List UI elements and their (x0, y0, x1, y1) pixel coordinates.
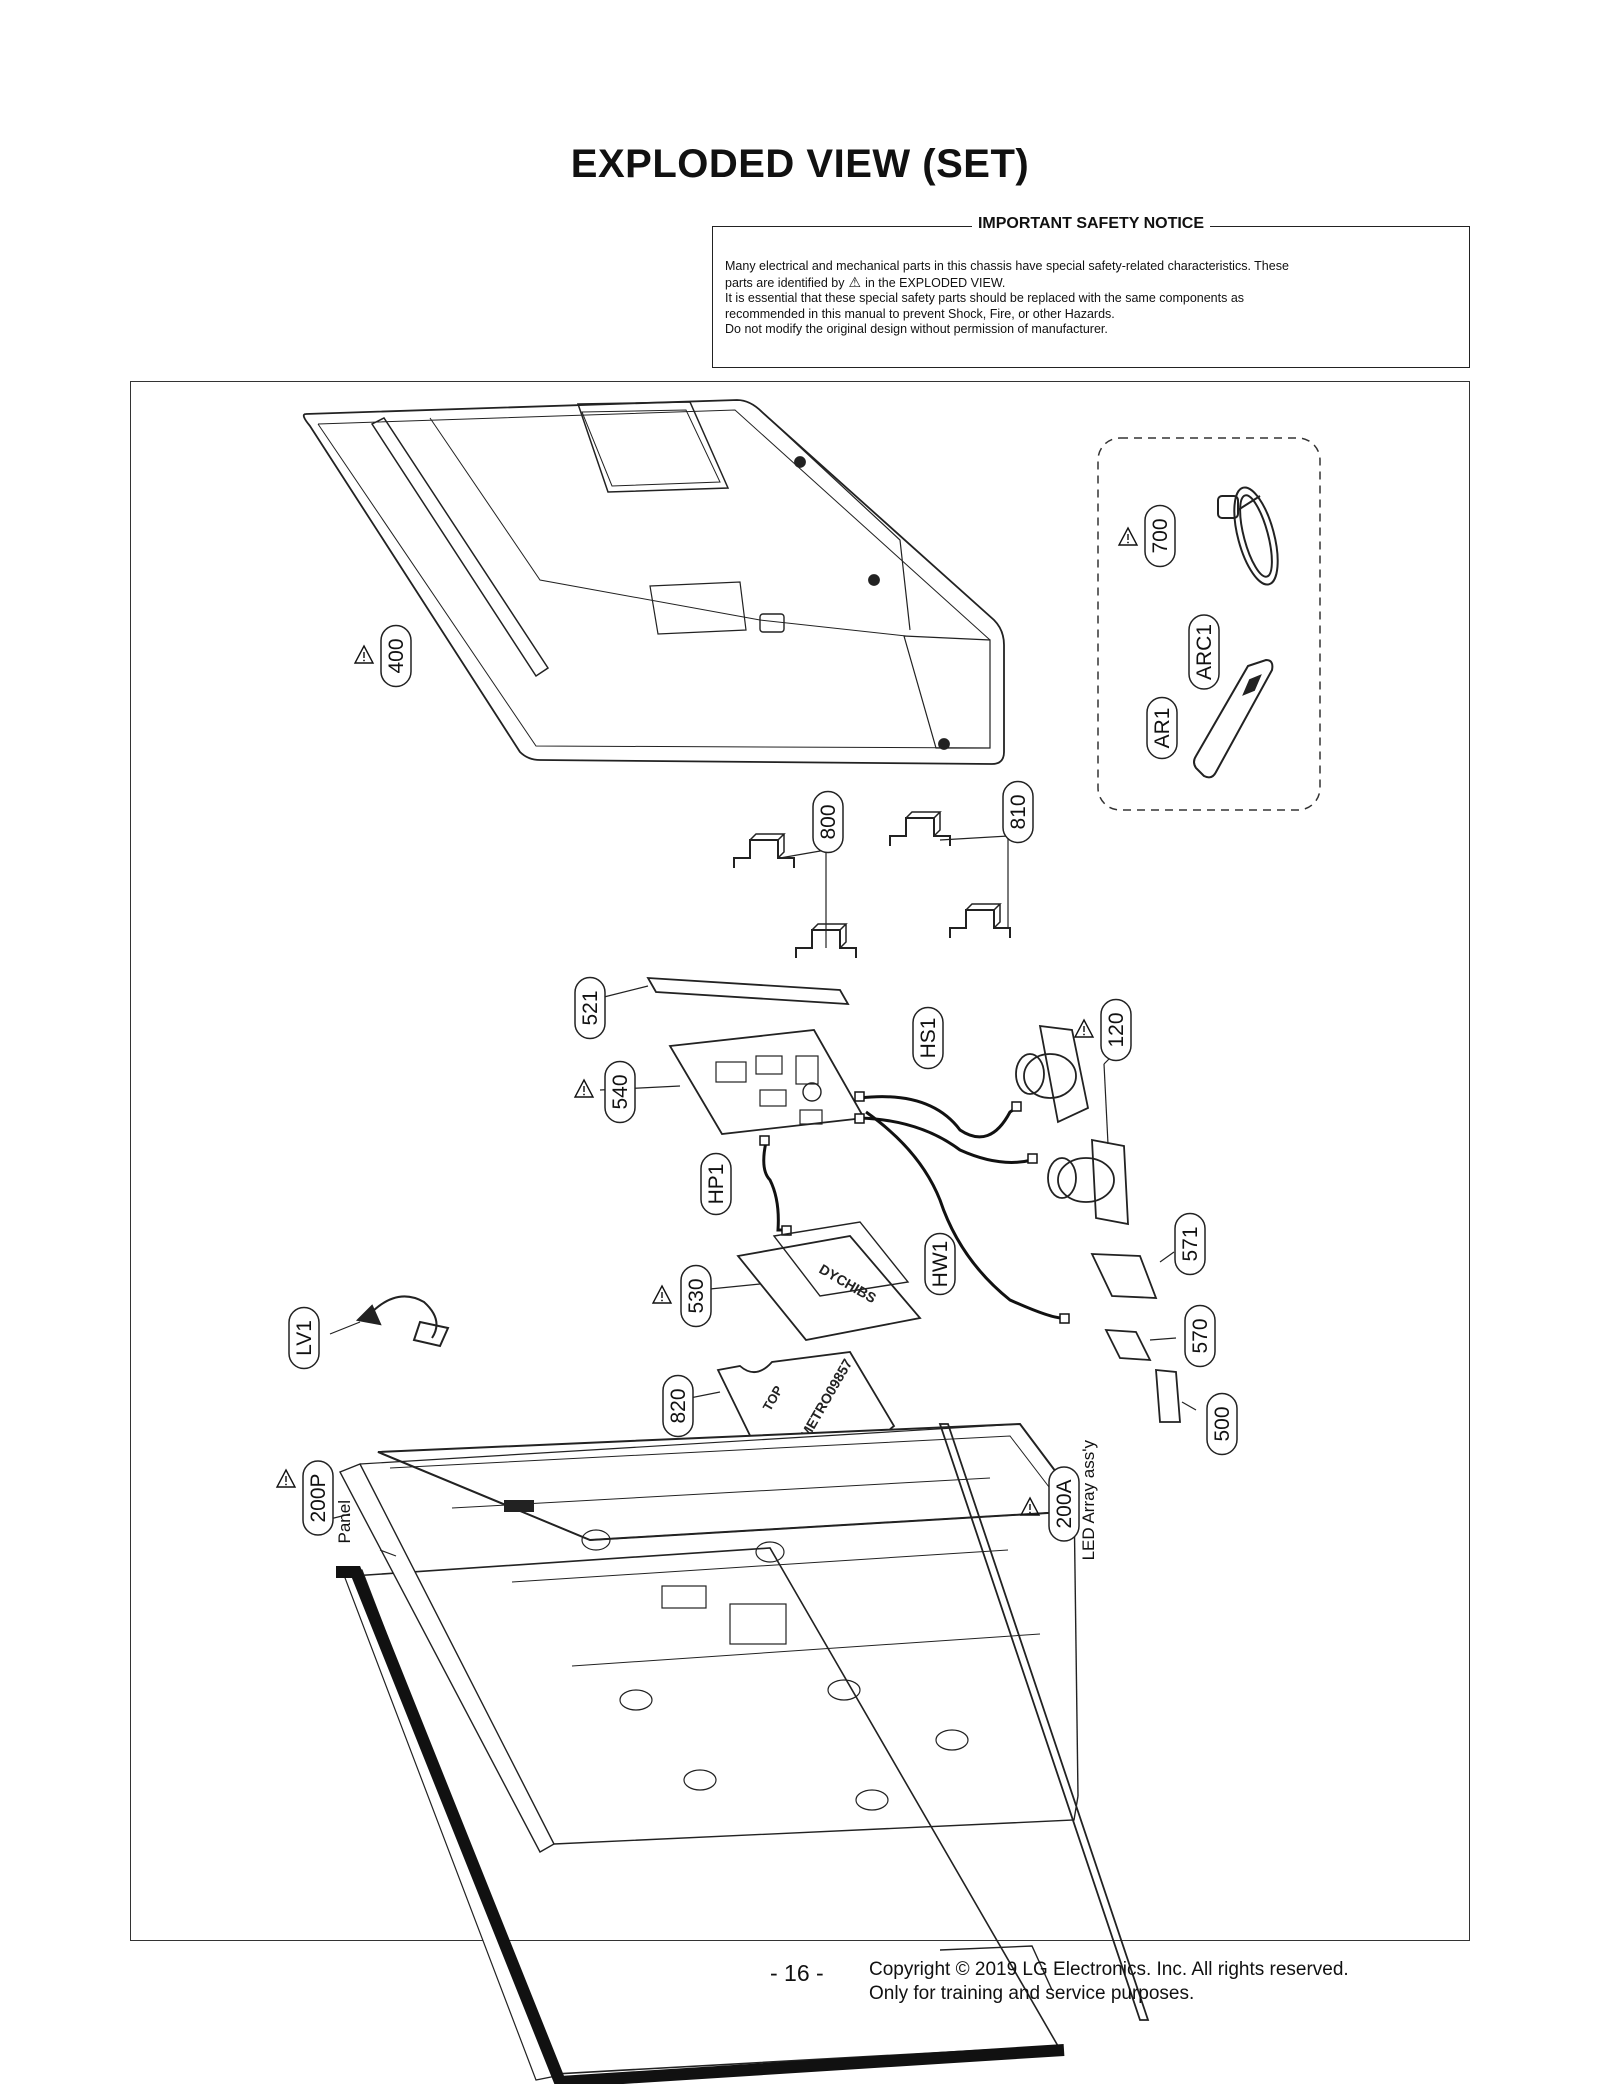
callout-lv1: LV1 (288, 1306, 320, 1370)
callout-text: 570 (1189, 1318, 1212, 1353)
callout-text: 400 (385, 638, 408, 673)
notice-line: parts are identified by (725, 275, 845, 290)
callout-arc1: ARC1 (1188, 614, 1220, 690)
speaker-part (1015, 1024, 1129, 1226)
display-panel-part (325, 1422, 1079, 2084)
callout-text: HS1 (917, 1018, 940, 1059)
warning-triangle-icon (1074, 1019, 1094, 1038)
safety-notice-text: Many electrical and mechanical parts in … (725, 259, 1457, 338)
warning-triangle-icon (1118, 527, 1138, 546)
power-board-marking: DYCHIBS (817, 1261, 880, 1306)
accessory-box (1097, 437, 1321, 811)
power-board-part: DYCHIBS (699, 1221, 922, 1341)
callout-text: 700 (1149, 518, 1172, 553)
callout-text: 571 (1179, 1226, 1202, 1261)
callout-text: 200P (307, 1473, 330, 1522)
callout-500: 500 (1206, 1392, 1238, 1456)
connector-parts (759, 1091, 1070, 1324)
callout-text: 120 (1105, 1012, 1128, 1047)
remote-control-part (1193, 658, 1274, 779)
sub-board-part (1090, 1251, 1197, 1423)
callout-hs1: HS1 (912, 1006, 944, 1070)
notice-line: Do not modify the original design withou… (725, 322, 1108, 336)
callout-540: 540 (604, 1060, 636, 1124)
notice-line: recommended in this manual to prevent Sh… (725, 306, 1115, 321)
callout-text: HP1 (705, 1164, 728, 1205)
purpose-line: Only for training and service purposes. (869, 1983, 1195, 2004)
callout-ar1: AR1 (1146, 696, 1178, 760)
safety-notice-box: IMPORTANT SAFETY NOTICE Many electrical … (712, 215, 1470, 368)
warning-triangle-icon (652, 1285, 672, 1304)
callout-text: AR1 (1151, 708, 1174, 749)
callout-hw1: HW1 (924, 1232, 956, 1296)
led-array-label: LED Array ass'y (1079, 1440, 1098, 1561)
warning-triangle-icon (574, 1079, 594, 1098)
warning-triangle-icon (276, 1469, 296, 1488)
callout-text: 200A (1053, 1479, 1076, 1528)
callout-700: 700 (1144, 504, 1176, 568)
callout-text: ARC1 (1193, 624, 1216, 680)
callout-200p: 200P (302, 1460, 334, 1536)
callout-800: 800 (812, 790, 844, 854)
leader-lines (779, 835, 1009, 948)
warning-triangle-icon: ⚠ (848, 273, 862, 290)
warning-triangle-icon (354, 645, 374, 664)
copyright-line: Copyright © 2019 LG Electronics. Inc. Al… (869, 1959, 1349, 1980)
callout-text: 800 (817, 804, 840, 839)
sheet-marking-code: METRO09857 (797, 1356, 856, 1442)
callout-text: 810 (1007, 794, 1030, 829)
callout-text: HW1 (929, 1241, 952, 1288)
notice-line: in the EXPLODED VIEW. (865, 275, 1006, 290)
power-cord-part (1217, 486, 1279, 586)
lvds-cable-part (329, 1295, 450, 1348)
callout-text: 540 (609, 1074, 632, 1109)
callout-570: 570 (1184, 1304, 1216, 1368)
callout-571: 571 (1174, 1212, 1206, 1276)
callout-820: 820 (662, 1374, 694, 1438)
callout-text: 500 (1211, 1406, 1234, 1441)
back-cover-part (302, 399, 1005, 765)
callout-400: 400 (380, 624, 412, 688)
notice-line: It is essential that these special safet… (725, 291, 1245, 305)
callout-810: 810 (1002, 780, 1034, 844)
notice-line: Many electrical and mechanical parts in … (725, 259, 1289, 273)
callout-text: 521 (579, 990, 602, 1025)
cable-part (762, 1095, 1063, 1320)
page-title: EXPLODED VIEW (SET) (570, 142, 1030, 186)
panel-label: Panel (335, 1500, 354, 1543)
callout-hp1: HP1 (700, 1152, 732, 1216)
callout-530: 530 (680, 1264, 712, 1328)
diagram-frame (130, 381, 1470, 1941)
stand-bracket-part (733, 811, 1011, 959)
safety-notice-heading: IMPORTANT SAFETY NOTICE (971, 215, 1211, 232)
callout-200a: 200A (1048, 1466, 1080, 1542)
page-number: - 16 - (770, 1960, 824, 1986)
callout-120: 120 (1100, 998, 1132, 1062)
callout-text: 820 (667, 1388, 690, 1423)
copyright-block: Copyright © 2019 LG Electronics. Inc. Al… (869, 1958, 1349, 2006)
callout-text: LV1 (293, 1320, 316, 1356)
sheet-marking-top: TOP (760, 1383, 786, 1414)
main-board-part (599, 1029, 866, 1135)
callout-521: 521 (574, 976, 606, 1040)
frame-bar-part (599, 976, 850, 1006)
callout-text: 530 (685, 1278, 708, 1313)
